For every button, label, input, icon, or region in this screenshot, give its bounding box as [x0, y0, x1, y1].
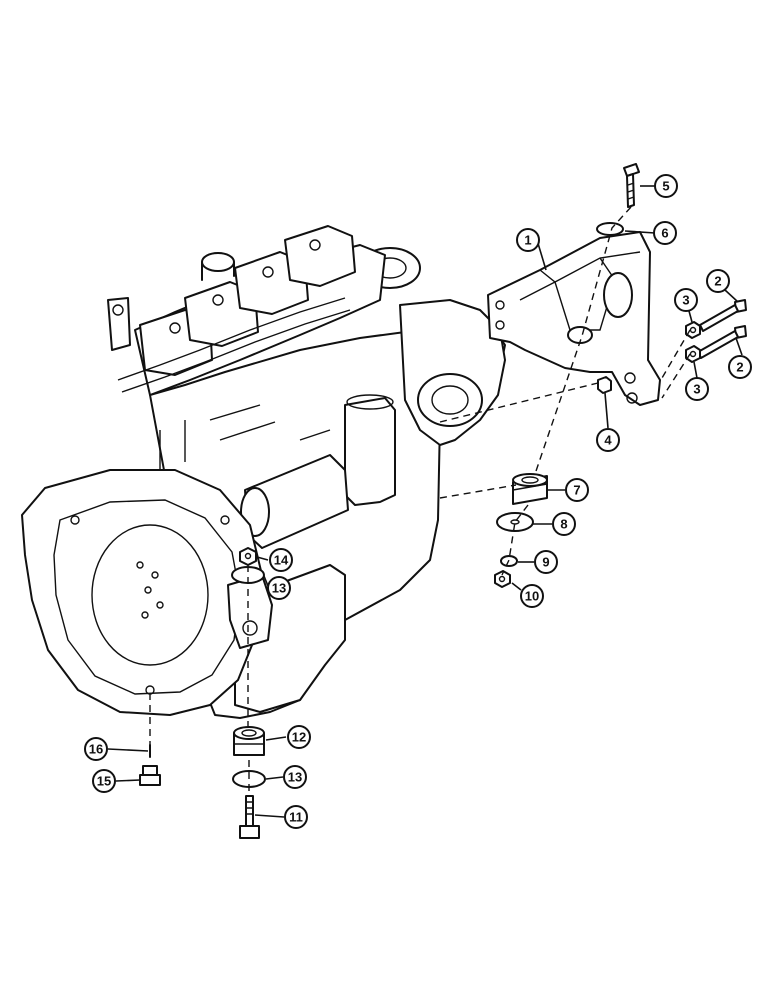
callout-label: 3: [682, 293, 689, 308]
callout-label: 13: [272, 581, 286, 596]
callout-7: 7: [565, 478, 589, 502]
callout-5: 5: [654, 174, 678, 198]
front-mount-bracket: [487, 231, 661, 406]
nut-part-3-upper: [685, 321, 701, 339]
callout-label: 9: [542, 555, 549, 570]
nut-part-14: [239, 547, 257, 566]
callout-label: 2: [736, 360, 743, 375]
callout-label: 15: [97, 774, 111, 789]
leader-lines: [107, 185, 743, 818]
callout-label: 6: [661, 226, 668, 241]
callout-3-lower: 3: [685, 377, 709, 401]
insulator-part-7: [512, 473, 548, 505]
callout-label: 16: [89, 742, 103, 757]
nut-part-10: [494, 570, 511, 588]
callout-label: 11: [289, 810, 303, 825]
callout-label: 2: [714, 274, 721, 289]
callout-9: 9: [534, 550, 558, 574]
callout-4: 4: [596, 428, 620, 452]
bolt-part-2-upper: [699, 299, 747, 332]
callout-label: 7: [573, 483, 580, 498]
callout-label: 10: [525, 589, 539, 604]
nut-part-3-lower: [685, 345, 701, 363]
callout-1: 1: [516, 228, 540, 252]
alignment-lines: [149, 206, 691, 796]
callout-10: 10: [520, 584, 544, 608]
callout-11: 11: [284, 805, 308, 829]
nut-part-4: [597, 376, 612, 394]
washer-part-6: [596, 222, 624, 236]
callout-3-upper: 3: [674, 288, 698, 312]
callout-14: 14: [269, 548, 293, 572]
callout-label: 14: [274, 553, 289, 568]
washer-part-8: [496, 512, 534, 532]
bolt-part-5: [623, 163, 640, 208]
callout-15: 15: [92, 769, 116, 793]
callout-8: 8: [552, 512, 576, 536]
callout-label: 13: [288, 770, 302, 785]
callout-label: 5: [662, 179, 669, 194]
callout-2-lower: 2: [728, 355, 752, 379]
callout-12: 12: [287, 725, 311, 749]
plug-part-15: [139, 765, 161, 786]
callout-13-lower: 13: [283, 765, 307, 789]
callout-label: 12: [292, 730, 306, 745]
callout-6: 6: [653, 221, 677, 245]
callout-13-upper: 13: [267, 576, 291, 600]
callout-label: 8: [560, 517, 567, 532]
bolt-part-11: [239, 795, 260, 839]
callout-label: 3: [693, 382, 700, 397]
callout-label: 4: [604, 433, 612, 448]
callout-16: 16: [84, 737, 108, 761]
flywheel-housing: [21, 469, 273, 716]
callout-label: 1: [524, 233, 531, 248]
callout-2-upper: 2: [706, 269, 730, 293]
insulator-part-12: [233, 726, 265, 756]
